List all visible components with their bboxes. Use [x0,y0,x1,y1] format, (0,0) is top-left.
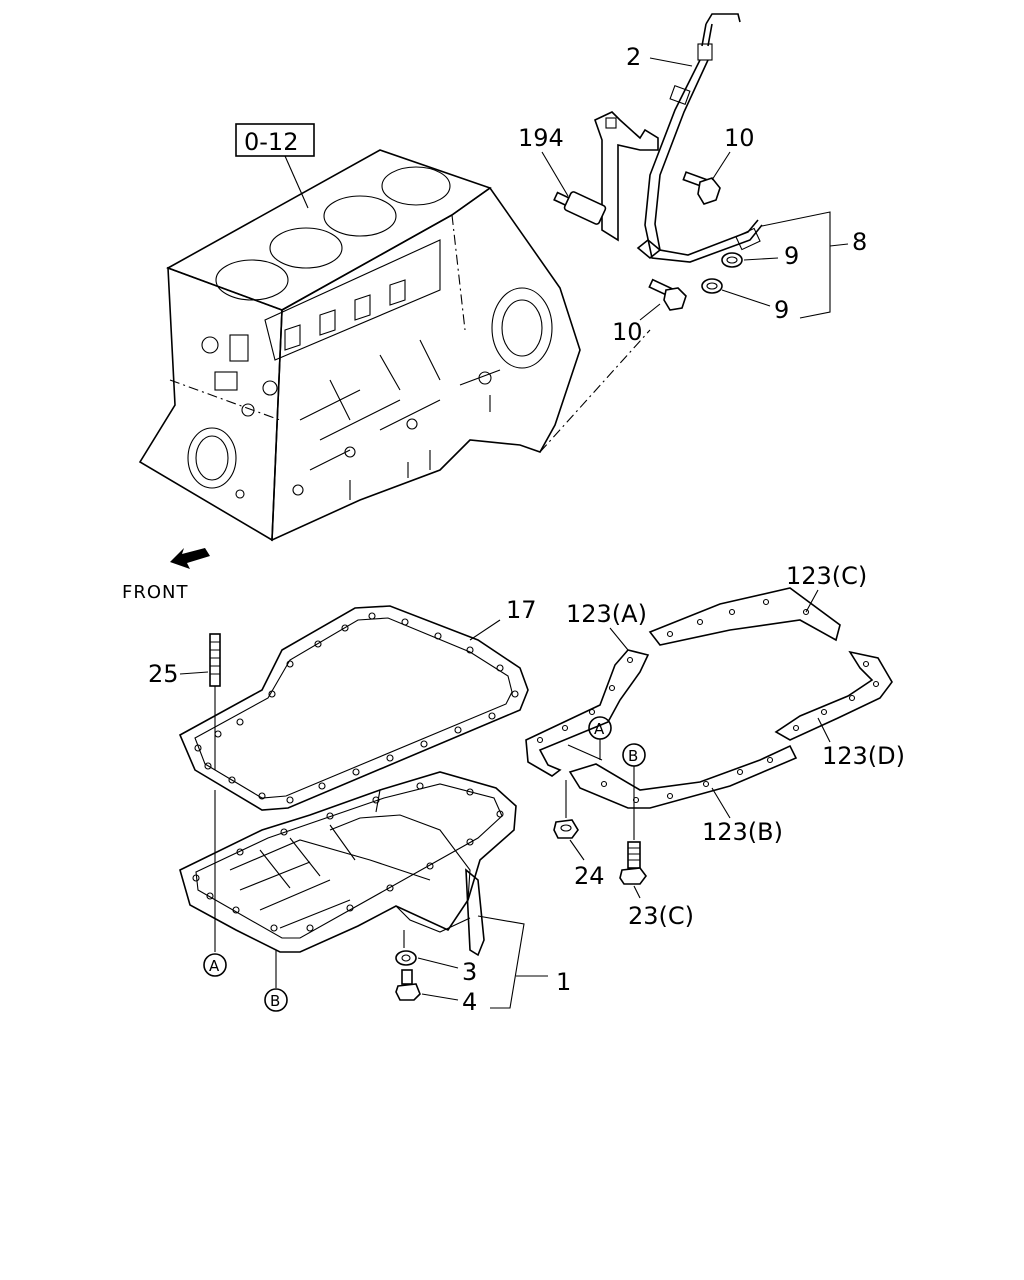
callout-123c: 123(C) [786,562,867,590]
bolt-10-upper [682,171,721,205]
callout-25: 25 [148,660,179,688]
drain-plug [401,969,413,985]
svg-text:A: A [594,720,605,738]
callout-123a: 123(A) [566,600,647,628]
drain-washer [395,950,417,966]
callout-23c: 23(C) [628,902,694,930]
marker-a-left [203,953,227,977]
reference-box: 0-12 [235,123,315,209]
dipstick-callouts: 2 194 10 9 8 9 10 [518,43,867,346]
front-arrow-icon [170,548,210,569]
callout-194: 194 [518,124,564,152]
gasket-123-callouts: 123(A) 123(C) 123(D) 123(B) [566,562,905,846]
callout-9-lower: 9 [774,296,789,324]
stud-25: 25 [148,633,221,770]
callout-24: 24 [574,862,605,890]
left-markers: A B [203,790,288,1012]
callout-1: 1 [556,968,571,996]
callout-2: 2 [626,43,641,71]
nut-24: 24 [553,780,605,890]
callout-10-upper: 10 [724,124,755,152]
oil-pan [179,771,517,957]
callout-10-lower: 10 [612,318,643,346]
front-indicator: FRONT [122,548,210,603]
gasket-123-set [525,587,893,809]
engine-block [138,149,651,542]
right-markers: A B [588,716,646,840]
dipstick-assembly [553,13,763,311]
bolt-10-lower [648,278,687,311]
callout-9-upper: 9 [784,242,799,270]
callout-8: 8 [852,228,867,256]
svg-text:A: A [209,957,220,975]
o-ring-upper [721,252,743,268]
callout-17: 17 [506,596,537,624]
svg-text:B: B [628,747,638,765]
front-label: FRONT [122,582,189,603]
o-ring-lower [701,278,723,294]
svg-text:B: B [270,992,280,1010]
marker-b-left [264,988,288,1012]
callout-123d: 123(D) [822,742,905,770]
bolt-23c: 23(C) [619,841,694,930]
reference-label: 0-12 [244,128,298,156]
callout-123b: 123(B) [702,818,783,846]
drain-parts: 3 4 1 [395,915,571,1016]
gasket-17: 17 [178,596,537,811]
stud-194 [553,191,607,225]
callout-3: 3 [462,958,477,986]
callout-4: 4 [462,988,477,1016]
